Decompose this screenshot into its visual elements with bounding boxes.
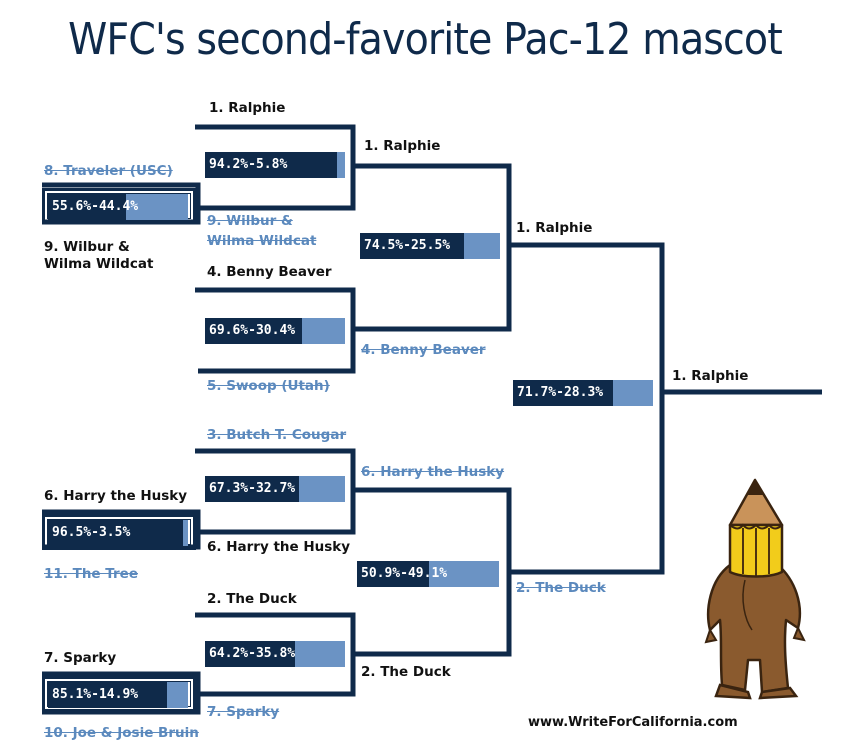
result-label: 74.5%-25.5%: [364, 238, 451, 253]
result-bar-final: 71.7%-28.3%: [513, 380, 653, 406]
team-label-bruin: 10. Joe & Josie Bruin: [44, 725, 199, 741]
result-bar-fill: [48, 194, 126, 220]
pencil-head-bear-icon: [704, 478, 806, 700]
team-label-traveler: 8. Traveler (USC): [44, 163, 173, 179]
team-label-duck-sf: 2. The Duck: [361, 664, 451, 680]
team-label-wildcat-qf-line1: 9. Wilbur &: [207, 213, 293, 229]
result-bar-r1-2: 96.5%-3.5%: [48, 520, 188, 546]
team-label-ralphie-final: 1. Ralphie: [516, 220, 593, 236]
result-bar-fill: [357, 561, 430, 587]
result-label: 69.6%-30.4%: [209, 323, 296, 338]
result-label: 96.5%-3.5%: [52, 525, 131, 540]
result-label: 64.2%-35.8%: [209, 646, 296, 661]
result-label: 55.6%-44.4%: [52, 199, 139, 214]
team-label-ralphie-sf: 1. Ralphie: [364, 138, 441, 154]
team-label-sparky-r1: 7. Sparky: [44, 650, 117, 666]
result-bar-qf-2: 69.6%-30.4%: [205, 318, 345, 344]
result-label: 71.7%-28.3%: [517, 385, 604, 400]
team-label-wildcat-qf-line2: Wilma Wildcat: [207, 233, 317, 249]
result-label: 67.3%-32.7%: [209, 481, 296, 496]
team-label-sparky-qf: 7. Sparky: [207, 704, 280, 720]
result-bar-fill: [360, 233, 465, 259]
team-label-swoop: 5. Swoop (Utah): [207, 378, 330, 394]
team-label-wildcat: 9. Wilbur & Wilma Wildcat: [44, 239, 154, 272]
result-bar-qf-1: 94.2%-5.8%: [205, 152, 345, 178]
result-bar-fill: [205, 318, 303, 344]
team-label-ralphie-qf: 1. Ralphie: [209, 100, 286, 116]
result-bar-sf-2: 50.9%-49.1%: [357, 561, 499, 587]
team-label-tree: 11. The Tree: [44, 566, 138, 582]
result-label: 50.9%-49.1%: [361, 566, 448, 581]
page-title: WFC's second-favorite Pac-12 mascot: [68, 14, 783, 65]
result-bar-fill: [205, 152, 337, 178]
team-label-husky-sf: 6. Harry the Husky: [361, 464, 505, 480]
team-label-duck-final: 2. The Duck: [516, 580, 606, 596]
result-bar-r1-1: 55.6%-44.4%: [48, 194, 188, 220]
champion-label: 1. Ralphie: [672, 368, 749, 384]
website-credit: www.WriteForCalifornia.com: [528, 715, 738, 730]
result-bar-fill: [48, 682, 168, 708]
team-label-husky-r1: 6. Harry the Husky: [44, 488, 188, 504]
team-label-beaver-qf: 4. Benny Beaver: [207, 264, 332, 280]
result-bar-fill: [48, 520, 184, 546]
result-label: 85.1%-14.9%: [52, 687, 139, 702]
result-bar-r1-3: 85.1%-14.9%: [48, 682, 188, 708]
result-bar-fill: [205, 641, 295, 667]
result-label: 94.2%-5.8%: [209, 157, 288, 172]
result-bar-sf-1: 74.5%-25.5%: [360, 233, 500, 259]
team-label-husky-qf: 6. Harry the Husky: [207, 539, 351, 555]
result-bar-fill: [205, 476, 300, 502]
result-bar-fill: [513, 380, 614, 406]
team-label-beaver-sf: 4. Benny Beaver: [361, 342, 486, 358]
team-label-duck-qf: 2. The Duck: [207, 591, 297, 607]
result-bar-qf-4: 64.2%-35.8%: [205, 641, 345, 667]
result-bar-qf-3: 67.3%-32.7%: [205, 476, 345, 502]
team-label-cougar: 3. Butch T. Cougar: [207, 427, 347, 443]
